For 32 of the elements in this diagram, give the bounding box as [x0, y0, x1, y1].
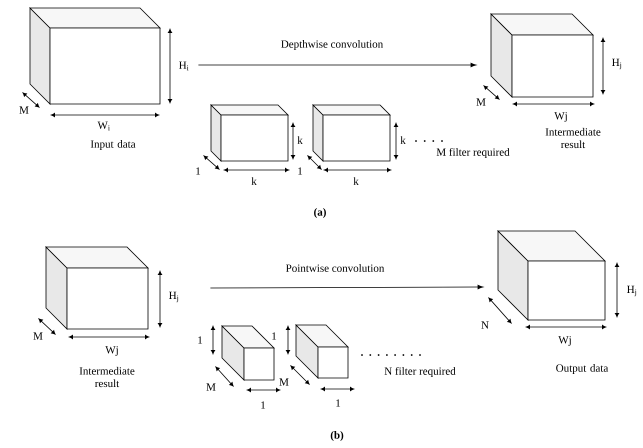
note: N filter required: [384, 366, 456, 378]
dimension-label: 1: [336, 399, 340, 407]
node-label: Intermediate result: [546, 128, 600, 148]
dimension-label: M: [33, 332, 43, 340]
dimension-label: M: [476, 98, 486, 106]
dimension-label: k: [400, 136, 406, 144]
dimension-label: M: [19, 106, 29, 114]
arrow: [198, 62, 476, 68]
dimension-label: 1: [196, 167, 200, 175]
node-label: Output data: [556, 364, 608, 374]
dimension-label: Wj: [105, 346, 118, 356]
note: M filter required: [436, 148, 510, 158]
panel-label: (a): [314, 208, 326, 218]
dimension-label: M: [206, 383, 216, 391]
dimension-label: Wj: [554, 112, 567, 122]
edge-label: Depthwise convolution: [281, 40, 384, 50]
dimension-label: W$_{i}$: [98, 122, 110, 130]
dimension-label: M: [279, 378, 289, 386]
node-label: Intermediate result: [80, 366, 134, 388]
panel-label: (b): [330, 431, 344, 441]
dimension-label: k: [251, 177, 257, 185]
dimension-label: k: [297, 136, 303, 144]
dimension-label: Wj: [558, 336, 571, 346]
dimension-label: N: [481, 321, 489, 329]
dimension-label: 1: [298, 167, 302, 175]
arrow: [210, 284, 484, 290]
edge-label: Pointwise convolution: [286, 264, 384, 272]
dimension-label: k: [353, 177, 359, 185]
dimension-label: 1: [272, 332, 276, 340]
dimension-label: 1: [198, 336, 202, 344]
node-label: Input data: [90, 140, 136, 150]
dimension-label: 1: [261, 401, 266, 409]
